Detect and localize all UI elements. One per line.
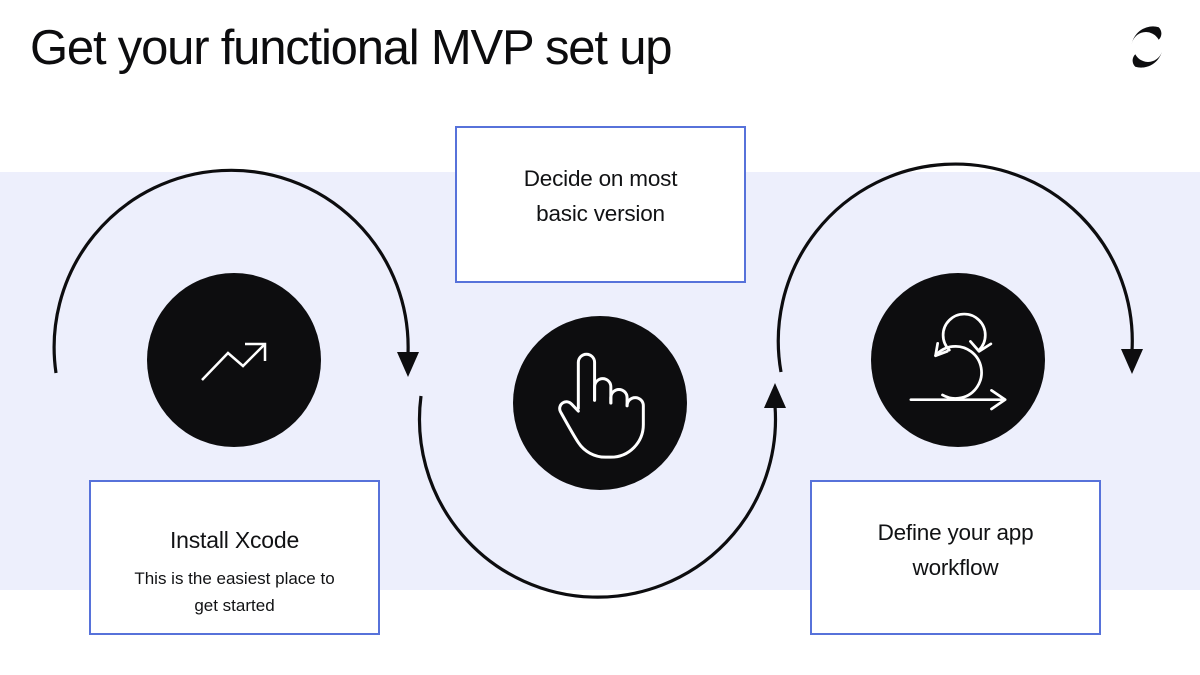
trending-up-icon (201, 342, 267, 381)
card-subtitle: This is the easiest place to get started (134, 569, 335, 615)
page-title: Get your functional MVP set up (30, 21, 672, 75)
card-define-workflow: Define your app workflow (810, 480, 1101, 635)
brand-logo-icon (1120, 24, 1174, 70)
agile-sprint-icon (909, 312, 1007, 411)
card-title: Define your app workflow (877, 520, 1034, 580)
card-decide-basic-version: Decide on most basic version (455, 126, 746, 283)
step-circle-2 (513, 316, 687, 490)
step-circle-1 (147, 273, 321, 447)
pointer-hand-icon (558, 352, 645, 459)
card-title: Decide on most basic version (523, 166, 678, 226)
card-title: Install Xcode (169, 527, 300, 553)
card-install-xcode: Install Xcode This is the easiest place … (89, 480, 380, 635)
step-circle-3 (871, 273, 1045, 447)
